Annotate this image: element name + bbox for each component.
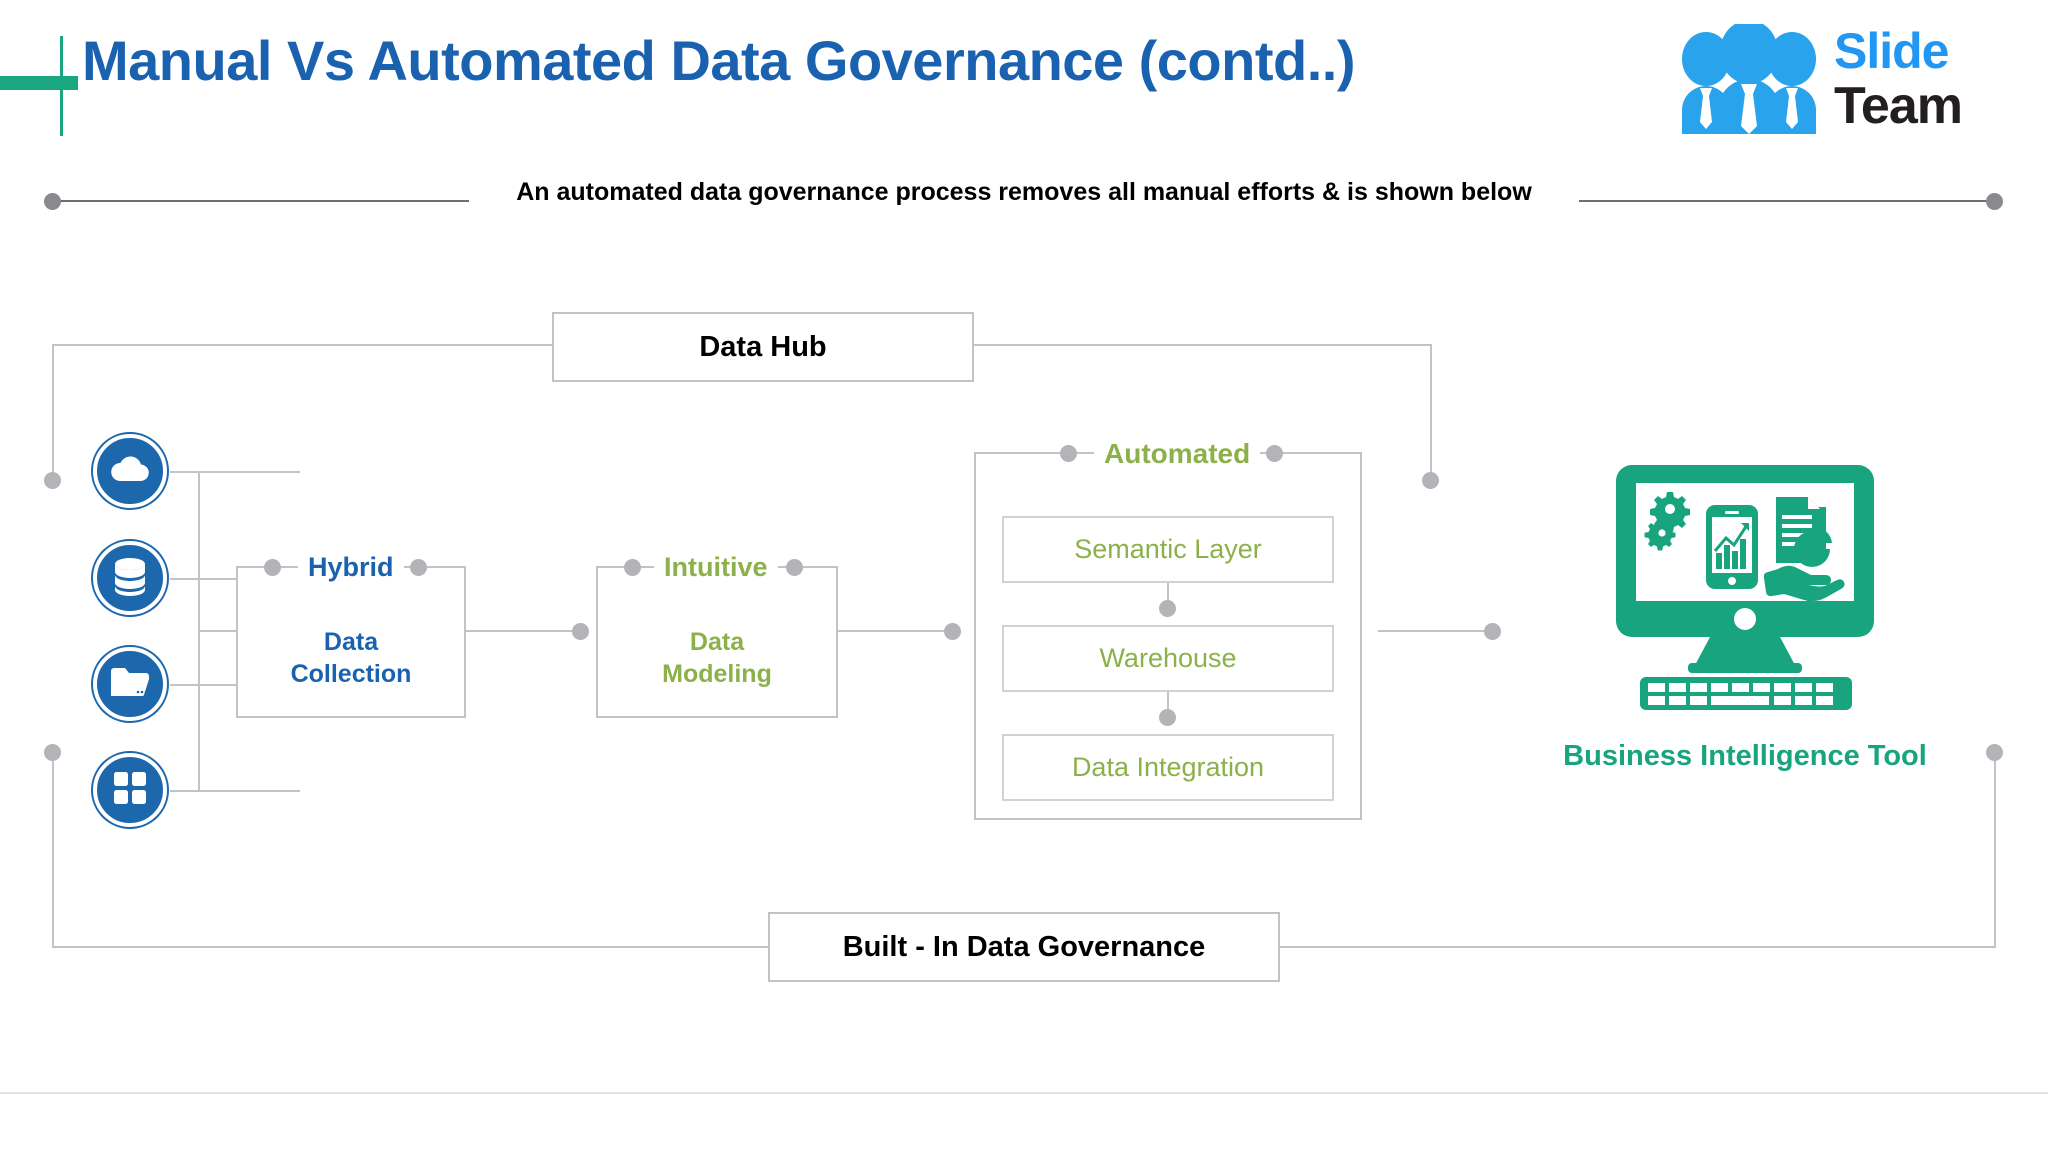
data-collection-line1: Data	[323, 628, 379, 656]
data-modeling-box[interactable]: Data Modeling	[596, 566, 838, 718]
built-in-governance-label: Built - In Data Governance	[842, 930, 1206, 963]
database-icon	[112, 556, 148, 601]
data-collection-box[interactable]: Data Collection	[236, 566, 466, 718]
hub-line-left-vert	[52, 344, 54, 484]
grid-icon	[113, 771, 147, 810]
bi-tool-label: Business Intelligence Tool	[1563, 740, 1927, 772]
accent-bar-icon	[0, 76, 78, 90]
automated-dot-left	[1060, 445, 1077, 462]
auto-dot-1	[1159, 600, 1176, 617]
subtitle-dot-left	[44, 193, 61, 210]
bi-tool-graphic[interactable]	[1610, 465, 1880, 710]
folder-icon	[109, 665, 151, 704]
data-hub-label: Data Hub	[699, 330, 827, 363]
intuitive-tag: Intuitive	[654, 552, 778, 583]
subtitle-text: An automated data governance process rem…	[469, 176, 1579, 209]
auto-link-1	[1167, 583, 1169, 608]
hub-dot-left	[44, 472, 61, 489]
semantic-layer-label: Semantic Layer	[1074, 534, 1262, 564]
src-line-cloud	[170, 471, 300, 473]
hub-line-top-right	[974, 344, 1432, 346]
auto-dot-2	[1159, 709, 1176, 726]
cloud-icon	[110, 455, 150, 488]
footer-divider	[0, 1092, 2048, 1094]
warehouse-label: Warehouse	[1099, 643, 1237, 673]
src-line-grid	[170, 790, 300, 792]
data-integration-label: Data Integration	[1071, 752, 1265, 782]
data-modeling-line1: Data	[689, 628, 745, 656]
gov-line-bottom-left	[52, 946, 768, 948]
hybrid-dot-left	[264, 559, 281, 576]
link-modeling-automated	[838, 630, 960, 632]
three-people-icon	[1674, 20, 1824, 134]
automated-tag: Automated	[1094, 438, 1261, 470]
built-in-governance-box[interactable]: Built - In Data Governance	[768, 912, 1280, 982]
source-icon-apps[interactable]	[93, 753, 167, 827]
link-collection-modeling	[466, 630, 588, 632]
hybrid-tag: Hybrid	[298, 552, 404, 583]
gov-line-bottom-right	[1280, 946, 1996, 948]
semantic-layer-box[interactable]: Semantic Layer	[1002, 516, 1334, 583]
link-dot-collection-modeling	[572, 623, 589, 640]
page-title: Manual Vs Automated Data Governance (con…	[82, 29, 1355, 92]
gov-dot-right	[1986, 744, 2003, 761]
link-automated-bi	[1378, 630, 1500, 632]
subtitle-dot-right	[1986, 193, 2003, 210]
source-icon-folder[interactable]	[93, 647, 167, 721]
hybrid-dot-right	[410, 559, 427, 576]
src-line-out	[198, 630, 236, 632]
hub-line-right-vert	[1430, 344, 1432, 484]
data-modeling-line2: Modeling	[662, 660, 772, 688]
intuitive-dot-right	[786, 559, 803, 576]
intuitive-dot-left	[624, 559, 641, 576]
logo-word-slide: Slide	[1834, 23, 1949, 79]
gov-line-left-vert	[52, 752, 54, 948]
logo-word-team: Team	[1834, 77, 1963, 135]
data-integration-box[interactable]: Data Integration	[1002, 734, 1334, 801]
link-dot-automated-bi	[1484, 623, 1501, 640]
title-accent	[0, 20, 130, 140]
hub-dot-right	[1422, 472, 1439, 489]
gov-dot-left	[44, 744, 61, 761]
src-line-db	[170, 578, 300, 580]
auto-link-2	[1167, 692, 1169, 717]
source-icon-cloud[interactable]	[93, 434, 167, 508]
slideteam-logo: Slide Team	[1674, 14, 2024, 144]
hub-line-top-left	[52, 344, 552, 346]
gov-line-right-vert	[1994, 752, 1996, 948]
accent-rule-icon	[60, 36, 63, 136]
monitor-dashboard-icon	[1610, 465, 1880, 714]
src-line-folder	[170, 684, 300, 686]
link-dot-modeling-automated	[944, 623, 961, 640]
warehouse-box[interactable]: Warehouse	[1002, 625, 1334, 692]
source-icon-database[interactable]	[93, 541, 167, 615]
automated-dot-right	[1266, 445, 1283, 462]
data-collection-line2: Collection	[290, 660, 412, 688]
data-hub-box[interactable]: Data Hub	[552, 312, 974, 382]
